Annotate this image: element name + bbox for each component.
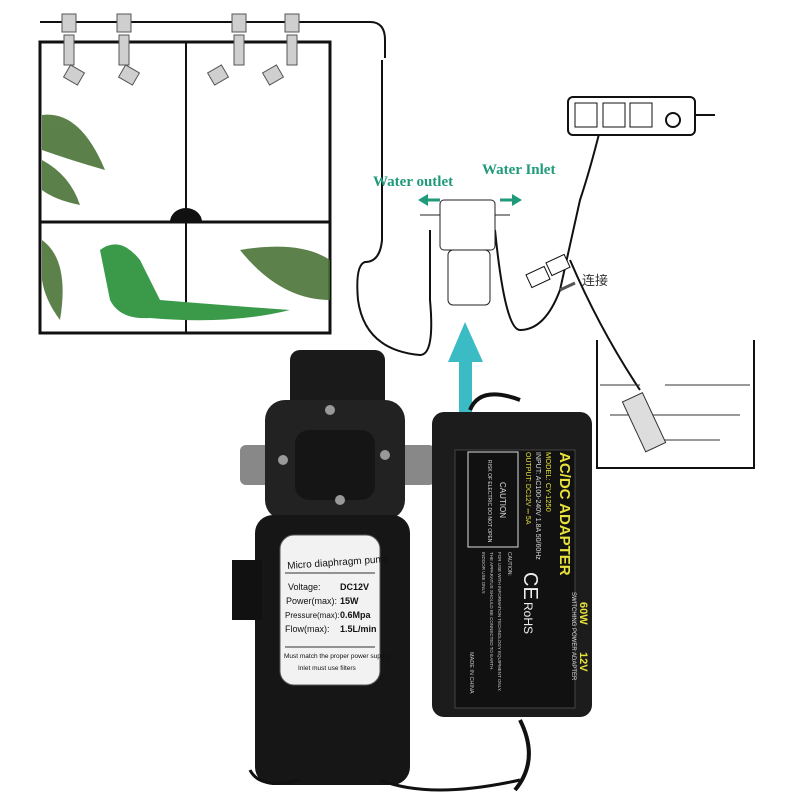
mist-nozzles	[61, 13, 300, 86]
spec-value: 15W	[340, 596, 359, 606]
caution-title: CAUTION	[498, 482, 507, 518]
connector	[525, 253, 571, 289]
lizard	[100, 244, 290, 321]
spec-key: Pressure(max):	[285, 611, 340, 620]
adapter-label: AC/DC ADAPTER MODEL: CY-1250 INPUT: AC10…	[467, 451, 589, 694]
made-in: MADE IN CHINA	[468, 652, 474, 694]
tubing	[40, 21, 433, 357]
adapter-title: AC/DC ADAPTER	[556, 452, 573, 576]
connect-label: 连接	[582, 273, 608, 289]
water-inlet-label: Water Inlet	[482, 162, 555, 178]
spec-value: 0.6Mpa	[340, 610, 372, 620]
spec-key: Flow(max):	[285, 624, 330, 634]
fine-print: INDOOR USE ONLY.	[481, 552, 486, 594]
fine-print: THE APPARATUS SHOULD BE CONNECTED TO EAR…	[489, 552, 494, 671]
rohs-mark: RoHS	[521, 602, 535, 634]
adapter-voltage: 12V	[577, 652, 589, 672]
pump-specs: Voltage: DC12V Power(max): 15W Pressure(…	[284, 582, 390, 672]
adapter-output: OUTPUT: DC12V ⎓ 5A	[524, 452, 531, 525]
adapter-subtitle: SWITCHING POWER ADAPTER	[570, 592, 576, 681]
caution-text: RISK OF ELECTRIC DO NOT OPEN	[486, 460, 492, 543]
power-adapter	[432, 392, 592, 792]
power-strip	[567, 96, 715, 136]
ce-mark: CE	[519, 572, 541, 600]
up-arrow	[448, 322, 483, 413]
water-outlet-label: Water outlet	[373, 174, 453, 190]
leaves	[42, 114, 330, 320]
spec-key: Power(max):	[286, 596, 337, 606]
pump-note: Must match the proper power supply	[284, 653, 390, 660]
adapter-model: MODEL: CY-1250	[544, 452, 553, 512]
spec-key: Voltage:	[288, 582, 321, 592]
caution-small: CAUTION:	[506, 552, 512, 576]
adapter-wattage: 60W	[577, 602, 589, 625]
spec-value: DC12V	[340, 582, 369, 592]
spec-value: 1.5L/min	[340, 624, 377, 634]
diaphragm-pump	[232, 350, 521, 792]
adapter-input: INPUT: AC100-240V 1.8A 50/60Hz	[534, 452, 541, 560]
fine-print: FOR USE WITH INFORMATION TECHNOLOGY EQUI…	[497, 552, 502, 692]
water-bucket	[596, 340, 755, 469]
pump-diagram	[420, 199, 510, 306]
tubing-inlet	[494, 129, 641, 391]
pump-note: Inlet must use filters	[298, 665, 357, 672]
terrarium	[38, 40, 332, 335]
